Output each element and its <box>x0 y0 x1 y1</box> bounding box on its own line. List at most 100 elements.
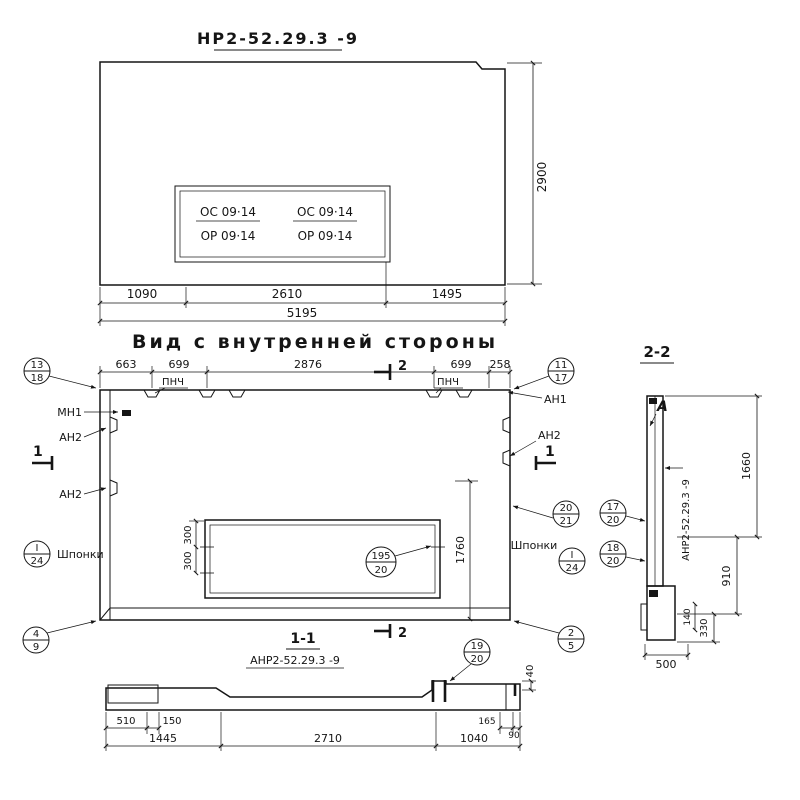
dim-label-5195: 5195 <box>287 306 318 320</box>
key-notch <box>425 389 443 398</box>
dim-label-1495: 1495 <box>432 287 463 301</box>
svg-text:24: 24 <box>566 563 579 574</box>
pnch-left-label: ПНЧ <box>162 377 184 388</box>
callout-19-20: 19 20 <box>449 638 491 682</box>
dim-height-2900: 2900 <box>507 60 549 287</box>
callout-2-5: 2 5 <box>513 620 585 653</box>
callout-1-24-left: I 24 <box>23 540 51 568</box>
dim-label-165: 165 <box>478 717 495 727</box>
inner-view: Вид с внутренней стороны 663 699 2876 69… <box>22 331 586 682</box>
dim-label-1040: 1040 <box>460 732 488 745</box>
svg-text:20: 20 <box>607 515 620 526</box>
edge-anchor-mark <box>502 416 511 434</box>
dim-label-40: 40 <box>525 665 536 678</box>
svg-text:20: 20 <box>375 565 388 576</box>
svg-text:19: 19 <box>471 641 484 652</box>
dim-label-500: 500 <box>656 658 677 671</box>
dim-label-300-lower: 300 <box>183 551 194 570</box>
label-shponki-right: Шпонки <box>511 539 558 552</box>
svg-text:20: 20 <box>607 556 620 567</box>
opening-outer <box>204 519 441 599</box>
svg-text:20: 20 <box>560 503 573 514</box>
dim-label-258: 258 <box>490 358 511 371</box>
section-1-left-label: 1 <box>33 444 43 460</box>
callout-11-17: 11 17 <box>513 357 575 390</box>
svg-text:13: 13 <box>31 360 44 371</box>
dim-label-330: 330 <box>699 618 710 637</box>
svg-text:2: 2 <box>568 628 574 639</box>
callout-17-20: 17 20 <box>599 499 646 527</box>
inner-panel-body <box>99 389 511 621</box>
key-notch <box>198 389 216 398</box>
pnch-right-label: ПНЧ <box>437 377 459 388</box>
label-an2-left-lower: АН2 <box>59 488 82 501</box>
svg-text:195: 195 <box>371 551 390 562</box>
section-1-1-label: АНР2-52.29.3 -9 <box>250 654 340 667</box>
section-1-1-body <box>105 680 521 711</box>
dim-label-90: 90 <box>508 731 520 741</box>
section-2-2: 2-2 А 1660 910 330 140 <box>599 343 762 671</box>
dim-label-2876: 2876 <box>294 358 322 371</box>
svg-text:21: 21 <box>560 516 573 527</box>
dim-bottom-chain: 1090 2610 1495 5195 <box>97 262 508 326</box>
svg-text:20: 20 <box>471 654 484 665</box>
section-1-1-dims: 510 150 165 90 1445 2710 1040 <box>103 712 523 751</box>
stamp-text-or-2: ОР 09·14 <box>298 229 353 243</box>
dim-label-150: 150 <box>162 716 181 727</box>
svg-text:11: 11 <box>555 360 568 371</box>
dim-label-510: 510 <box>116 716 135 727</box>
stamp-text-os-2: ОС 09·14 <box>297 205 353 219</box>
dim-40-group: 40 <box>522 665 536 693</box>
dim-label-699-left: 699 <box>169 358 190 371</box>
section-2-top-label: 2 <box>398 359 407 374</box>
section-2-2-vertical-label: АНР2-52.29.3 -9 <box>681 479 692 561</box>
section-1-mark-left: 1 <box>32 444 54 470</box>
label-an2-right: АН2 <box>538 429 561 442</box>
svg-text:4: 4 <box>33 629 39 640</box>
dim-label-1760: 1760 <box>454 536 467 564</box>
svg-text:18: 18 <box>31 373 44 384</box>
callout-1-24-right: I 24 <box>558 547 586 575</box>
top-view: НР2-52.29.3 -9 ОС 09·14 ОР 09·14 ОС 09·1… <box>97 29 549 326</box>
svg-text:17: 17 <box>607 502 620 513</box>
section-2-2-body <box>640 395 676 641</box>
dim-label-910: 910 <box>720 566 733 587</box>
dim-label-2710: 2710 <box>314 732 342 745</box>
edge-anchor-mark <box>502 449 511 467</box>
callout-13-18: 13 18 <box>23 357 97 389</box>
callout-4-9: 4 9 <box>22 620 97 654</box>
svg-text:9: 9 <box>33 642 39 653</box>
section-2-mark-top: 2 <box>374 359 407 380</box>
svg-text:18: 18 <box>607 543 620 554</box>
svg-text:24: 24 <box>31 556 44 567</box>
label-mn1: МН1 <box>57 406 82 419</box>
key-notch <box>143 389 161 398</box>
callout-195-20: 195 20 <box>365 545 432 578</box>
anchor-labels: МН1 АН2 АН2 АН1 АН2 Шпонки Шпонки <box>57 390 567 561</box>
section-1-mark-right: 1 <box>534 444 556 470</box>
dim-label-1090: 1090 <box>127 287 158 301</box>
inner-view-title: Вид с внутренней стороны <box>132 331 498 353</box>
svg-text:I: I <box>36 543 39 554</box>
panel-outline <box>99 61 506 286</box>
section-1-right-label: 1 <box>545 444 555 460</box>
stamp-frame: ОС 09·14 ОР 09·14 ОС 09·14 ОР 09·14 <box>174 185 391 263</box>
section-2-bottom-label: 2 <box>398 626 407 641</box>
label-shponki-left: Шпонки <box>57 548 104 561</box>
section-2-mark-bottom: 2 <box>374 624 407 641</box>
section-2-2-title: 2-2 <box>643 343 670 361</box>
dim-label-140: 140 <box>683 608 693 625</box>
dim-label-2900: 2900 <box>535 162 549 193</box>
section-1-1-title: 1-1 <box>290 631 315 647</box>
edge-anchor-mark <box>109 416 118 434</box>
callout-20-21: 20 21 <box>512 500 580 528</box>
key-notch <box>228 389 246 398</box>
dim-label-663: 663 <box>116 358 137 371</box>
label-an2-left-upper: АН2 <box>59 431 82 444</box>
inner-top-dims: 663 699 2876 699 258 <box>97 358 513 388</box>
dim-label-2610: 2610 <box>272 287 303 301</box>
stamp-text-os-1: ОС 09·14 <box>200 205 256 219</box>
section-1-1: 1-1 АНР2-52.29.3 -9 40 <box>103 631 536 751</box>
top-view-title: НР2-52.29.3 -9 <box>197 29 359 48</box>
